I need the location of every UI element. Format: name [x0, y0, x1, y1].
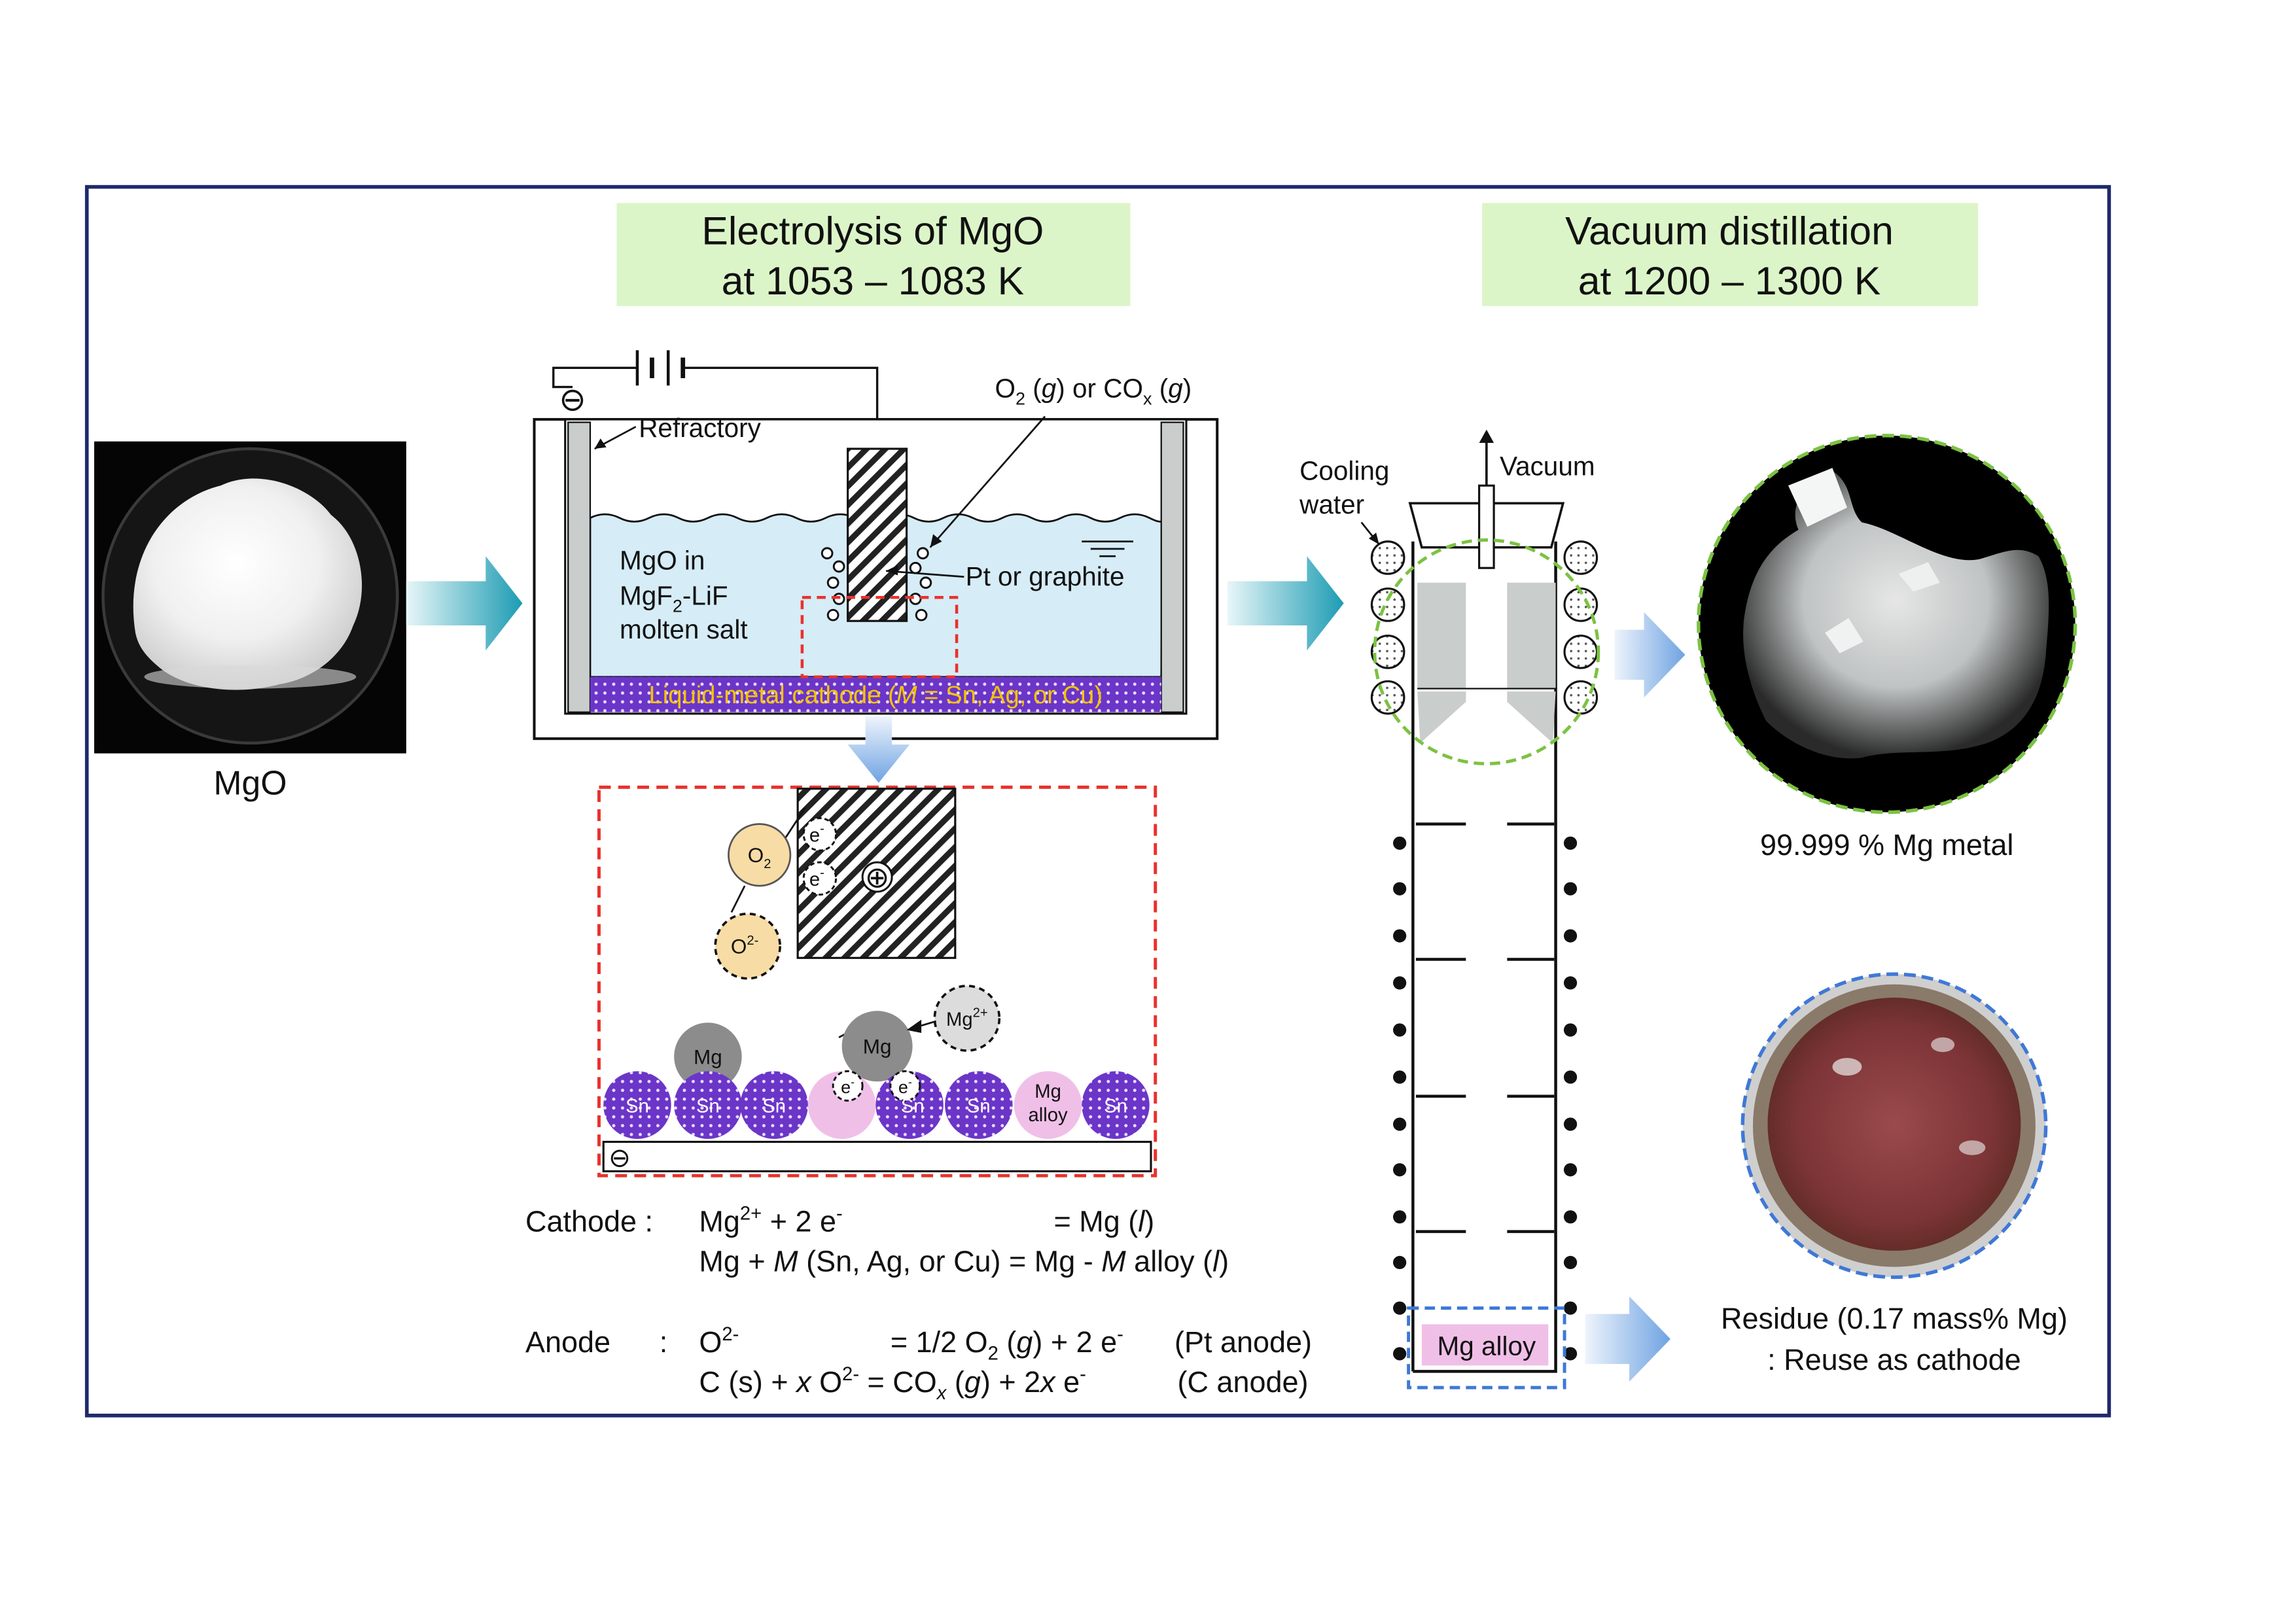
electrolysis-cell: ⊖ ⊕ Liquid-metal cathode (M = Sn, Ag, or… [533, 350, 1219, 741]
mgo-photo [94, 441, 406, 754]
electron-label: e- [841, 1075, 855, 1097]
mg-alloy-label-1: Mg [1034, 1081, 1061, 1102]
mg-label: Mg [694, 1045, 722, 1068]
zoom-arrow-icon [847, 716, 910, 783]
zoom-panel [597, 785, 1157, 1178]
electrolysis-title-box: Electrolysis of MgO at 1053 – 1083 K [616, 203, 1131, 306]
mg-metal-photo [1697, 434, 2077, 814]
salt-label-line2: MgF2-LiF [620, 580, 728, 616]
sn-label: Sn [1104, 1096, 1127, 1117]
oxide-ion [714, 913, 781, 980]
sn-label: Sn [901, 1096, 925, 1117]
anode-eq1-right: = 1/2 O2 (g) + 2 e- [891, 1324, 1123, 1364]
cooling-water-line2: water [1299, 489, 1364, 519]
anode-eq2: C (s) + x O2- = COx (g) + 2x e- [699, 1364, 1086, 1404]
mg-ion [933, 985, 1001, 1052]
distillation-title-line1: Vacuum distillation [1565, 208, 1894, 253]
plus-icon: ⊕ [865, 860, 890, 894]
liquid-metal-cathode [590, 676, 1161, 712]
mg-label: Mg [863, 1035, 892, 1058]
residue-caption-line1: Residue (0.17 mass% Mg) [1721, 1302, 2068, 1335]
cathode-eq1-left: Mg2+ + 2 e- [699, 1204, 842, 1238]
cooling-water-line1: Cooling [1299, 455, 1389, 485]
mg-ion-label: Mg2+ [946, 1005, 988, 1030]
cathode-reaction-label: Cathode : [525, 1205, 653, 1238]
electron [832, 1070, 864, 1102]
residue-photo [1740, 972, 2048, 1280]
mg-alloy-label: Mg alloy [1438, 1331, 1536, 1361]
anode-reaction-colon: : [660, 1325, 668, 1359]
anode-eq2-note: (C anode) [1177, 1365, 1308, 1399]
gas-bubbles [821, 547, 932, 621]
cathode-minus-icon: ⊖ [559, 382, 586, 418]
mg-atom [841, 1011, 913, 1082]
residue-caption-line2: : Reuse as cathode [1767, 1343, 2021, 1376]
salt-label-line3: molten salt [620, 614, 748, 644]
cooling-coils [1370, 540, 1598, 715]
teal-arrow-icon [406, 556, 523, 651]
heater-dots [1393, 836, 1578, 1361]
sn-label: Sn [626, 1096, 649, 1117]
cathode-eq2: Mg + M (Sn, Ag, or Cu) = Mg - M alloy (l… [699, 1244, 1229, 1278]
mg-metal-caption: 99.999 % Mg metal [1760, 828, 2013, 862]
blue-arrow-icon [1585, 1296, 1671, 1382]
electron [889, 1070, 921, 1102]
vacuum-label: Vacuum [1500, 451, 1595, 481]
sn-label: Sn [696, 1096, 720, 1117]
electron [802, 817, 838, 852]
gas-label: O2 (g) or COx (g) [995, 373, 1192, 408]
electron [802, 861, 838, 896]
salt-label-line1: MgO in [620, 545, 705, 575]
anode-electrode [847, 447, 908, 622]
cathode-eq1-right: = Mg (l) [1054, 1205, 1155, 1238]
blue-arrow-icon [1614, 612, 1686, 698]
oxide-ion-label: O2- [731, 934, 759, 958]
sn-label: Sn [762, 1096, 786, 1117]
sn-labels: Sn Sn Sn Sn Sn Sn [626, 1096, 1127, 1117]
distillation-title-line2: at 1200 – 1300 K [1578, 258, 1881, 303]
vacuum-arrow-icon [1479, 429, 1494, 444]
anode-eq1-note: (Pt anode) [1174, 1325, 1312, 1359]
anode-eq1-left: O2- [699, 1324, 739, 1359]
atom-row [603, 1071, 1150, 1139]
cathode-label: Liquid-metal cathode (M = Sn, Ag, or Cu) [649, 681, 1103, 709]
electron-label: e- [809, 866, 824, 890]
distillation-title-box: Vacuum distillation at 1200 – 1300 K [1482, 203, 1979, 306]
o2-molecule [728, 823, 792, 887]
anode-material-label: Pt or graphite [966, 561, 1125, 591]
reactions: Cathode : Mg2+ + 2 e- = Mg (l) Mg + M (S… [525, 1204, 1312, 1404]
sn-label: Sn [967, 1096, 991, 1117]
o2-label: O2 [748, 843, 771, 871]
distillation-column [1360, 429, 1600, 1389]
teal-arrow-icon [1227, 556, 1344, 651]
mg-atom [674, 1022, 742, 1091]
mg-alloy-label-2: alloy [1028, 1105, 1068, 1126]
refractory-label: Refractory [639, 413, 761, 443]
cathode-plate [602, 1140, 1152, 1173]
mgo-label: MgO [213, 764, 287, 802]
electron-label: e- [898, 1075, 912, 1097]
electrolysis-title-line1: Electrolysis of MgO [701, 208, 1044, 253]
anode-reaction-label: Anode [525, 1325, 610, 1359]
minus-icon: ⊖ [609, 1143, 631, 1173]
electron-label: e- [809, 822, 824, 846]
electrolysis-title-line2: at 1053 – 1083 K [722, 258, 1025, 303]
